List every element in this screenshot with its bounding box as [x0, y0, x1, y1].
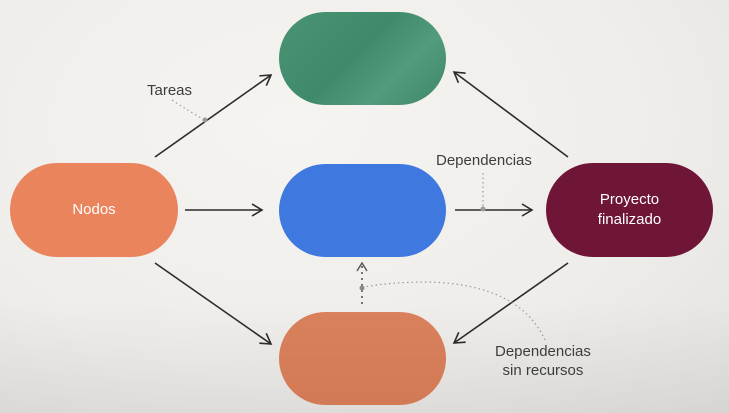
arrow-proyecto-to-bottom — [452, 262, 569, 344]
node-nodos: Nodos — [10, 163, 178, 257]
node-nodos-label: Nodos — [72, 201, 116, 218]
arrow-nodos-to-bottom — [154, 262, 273, 345]
leader-dependencias-dot — [480, 206, 486, 212]
arrow-nodos-to-top — [154, 74, 273, 158]
leader-tareas-dot — [202, 117, 208, 123]
node-center-blue — [279, 164, 446, 257]
leader-dependencias-sin-recursos-dot — [359, 285, 365, 291]
leader-tareas — [171, 99, 206, 121]
node-bottom-orange — [279, 312, 446, 405]
label-dependencias-sin-recursos: Dependencias sin recursos — [495, 343, 591, 379]
node-proyecto-label: Proyecto finalizado — [597, 191, 662, 228]
node-top-green — [279, 12, 446, 105]
arrow-proyecto-to-top — [452, 71, 569, 158]
node-proyecto-finalizado: Proyecto finalizado — [546, 163, 713, 257]
label-dependencias: Dependencias — [436, 152, 532, 169]
label-tareas: Tareas — [147, 82, 193, 99]
